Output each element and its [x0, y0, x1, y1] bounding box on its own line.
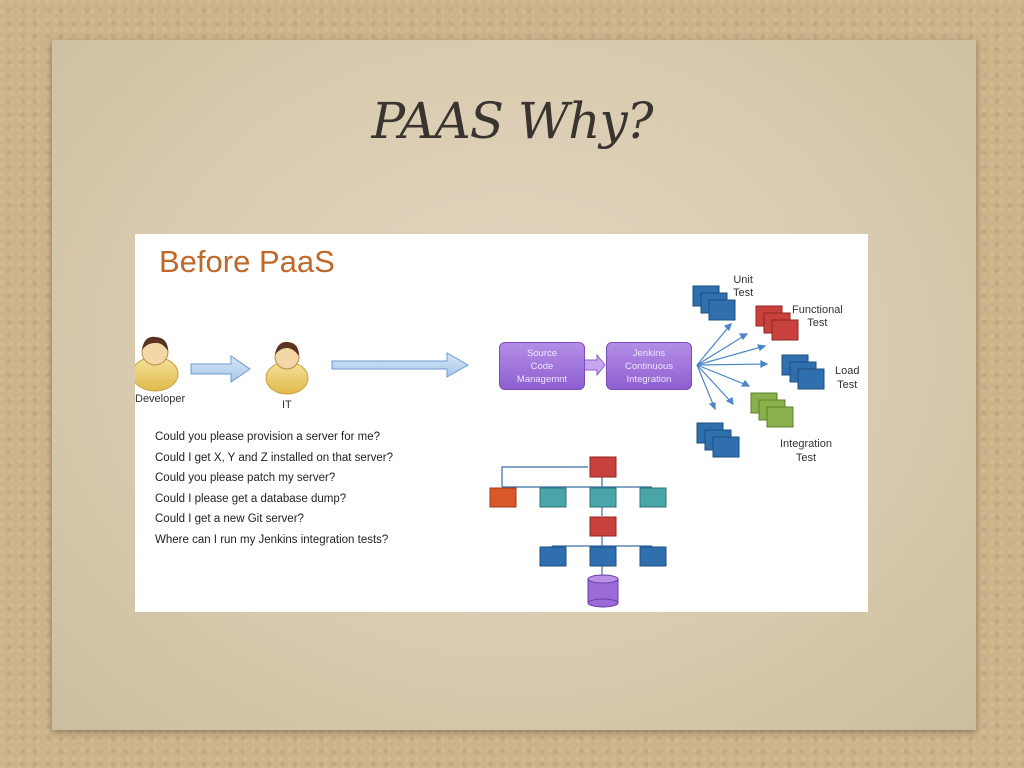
server-tree-connectors [501, 466, 653, 579]
integration-test-boxes-icon [750, 392, 794, 428]
functional-test-label-line: Functional [792, 304, 843, 316]
root-server-box [589, 456, 617, 478]
unit-test-label-line: Unit [733, 274, 753, 286]
question-item: Could I get X, Y and Z installed on that… [155, 451, 394, 464]
arrow-to-it-icon [190, 355, 251, 383]
diagram-panel: Before PaaS Developer IT Could you pleas… [135, 234, 868, 612]
functional-test-label: Functional Test [792, 304, 843, 330]
functional-test-boxes-icon [755, 305, 799, 341]
arrow-to-pipeline-icon [331, 352, 470, 378]
question-item: Could you please provision a server for … [155, 431, 381, 443]
unit-test-label: Unit Test [733, 274, 753, 300]
scm-label-line: Code [530, 360, 554, 372]
unit-test-label-line: Test [733, 287, 754, 299]
integration-test-label-line: Integration [780, 438, 832, 450]
question-item: Could I get a new Git server? [155, 513, 304, 526]
extra-test-boxes-icon [696, 422, 740, 458]
questions-list: Could you please provision a server for … [155, 427, 393, 551]
jenkins-ci-box: Jenkins Continuous Integration [606, 342, 692, 390]
ci-label-line: Jenkins [632, 347, 666, 359]
diagram-graphics [135, 285, 825, 608]
blue-server-box-3 [639, 546, 667, 567]
it-label: IT [282, 399, 292, 411]
blue-server-box-2 [589, 546, 617, 567]
scm-label-line: Source [526, 347, 558, 359]
orange-server-box [489, 487, 517, 508]
teal-server-box-2 [589, 487, 617, 508]
scm-box: Source Code Managemnt [499, 342, 585, 390]
question-item: Where can I run my Jenkins integration t… [155, 533, 389, 546]
fanout-arrows [696, 323, 769, 411]
question-item: Could you please patch my server? [155, 472, 336, 485]
middle-server-box [589, 516, 617, 537]
unit-test-boxes-icon [692, 285, 736, 321]
teal-server-box-3 [639, 487, 667, 508]
blue-server-box-1 [539, 546, 567, 567]
load-test-label: Load Test [835, 364, 859, 392]
scm-label-line: Managemnt [516, 373, 568, 385]
question-item: Could I please get a database dump? [155, 492, 347, 505]
load-test-boxes-icon [781, 354, 825, 390]
ci-label-line: Integration [626, 373, 672, 385]
database-icon [587, 574, 619, 608]
it-person-icon [265, 341, 309, 395]
integration-test-label: Integration Test [780, 437, 832, 465]
developer-icon [135, 336, 179, 392]
panel-heading: Before PaaS [159, 244, 335, 279]
scm-to-ci-arrow-icon [583, 353, 606, 377]
integration-test-label-line: Test [795, 452, 817, 464]
load-test-label-line: Test [837, 379, 858, 391]
load-test-label-line: Load [835, 365, 860, 377]
teal-server-box-1 [539, 487, 567, 508]
slide-title: PAAS Why? [371, 92, 653, 150]
developer-label: Developer [135, 393, 186, 405]
ci-label-line: Continuous [624, 360, 674, 372]
functional-test-label-line: Test [807, 317, 828, 329]
